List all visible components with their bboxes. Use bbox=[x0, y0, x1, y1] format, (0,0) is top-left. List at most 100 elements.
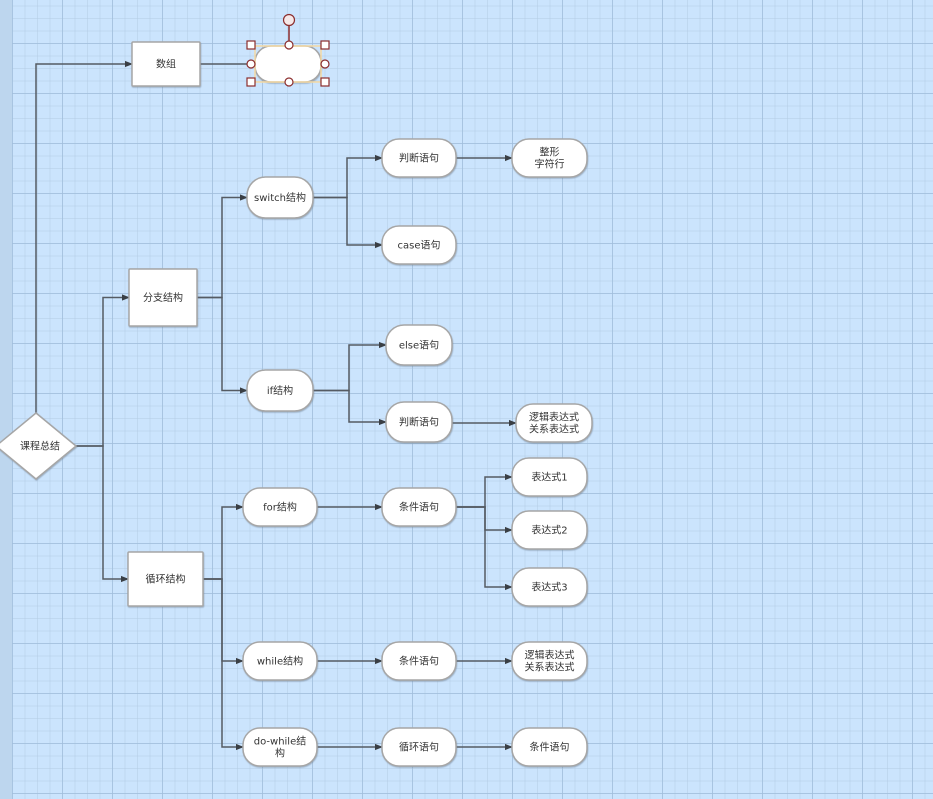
rotate-handle[interactable] bbox=[282, 13, 296, 27]
resize-handle-corner-2[interactable] bbox=[246, 77, 256, 87]
node-label: 数组 bbox=[156, 58, 176, 71]
node-label: else语句 bbox=[399, 339, 439, 352]
node-shape bbox=[242, 487, 318, 527]
node-shape bbox=[128, 268, 198, 327]
node-shape bbox=[511, 727, 588, 767]
node-label: 关系表达式 bbox=[529, 423, 579, 436]
node-root[interactable]: 课程总结 bbox=[0, 412, 78, 480]
node-label: 逻辑表达式 bbox=[529, 411, 579, 424]
node-loop[interactable]: 循环结构 bbox=[127, 551, 204, 607]
node-label: case语句 bbox=[398, 239, 441, 252]
edge-loop-to-for[interactable] bbox=[203, 503, 244, 580]
edge-for_cond-to-expr1[interactable] bbox=[456, 473, 513, 508]
node-label: 整形 bbox=[540, 146, 560, 159]
node-label: 表达式3 bbox=[531, 581, 567, 594]
node-shape bbox=[242, 727, 318, 767]
node-switch[interactable]: switch结构 bbox=[246, 176, 314, 219]
node-shape bbox=[242, 641, 318, 681]
node-shape bbox=[381, 225, 457, 265]
node-dowhile-cond[interactable]: 条件语句 bbox=[511, 727, 588, 767]
node-label: 条件语句 bbox=[399, 501, 439, 514]
node-label: 构 bbox=[275, 747, 285, 760]
edge-loop-to-while[interactable] bbox=[203, 578, 244, 665]
node-shape bbox=[381, 641, 457, 681]
node-label: 关系表达式 bbox=[525, 661, 575, 674]
node-shape bbox=[515, 403, 593, 443]
node-shape bbox=[246, 176, 314, 219]
node-dowhile-body[interactable]: 循环语句 bbox=[381, 727, 457, 767]
edge-root-to-loop[interactable] bbox=[76, 445, 129, 583]
node-label: 判断语句 bbox=[399, 416, 439, 429]
node-expr3[interactable]: 表达式3 bbox=[511, 567, 588, 607]
edge-root-to-branch[interactable] bbox=[76, 294, 130, 447]
node-if-judge[interactable]: 判断语句 bbox=[385, 401, 453, 443]
node-expr2[interactable]: 表达式2 bbox=[511, 510, 588, 550]
edge-for_cond-to-expr2[interactable] bbox=[456, 506, 513, 534]
edge-for_cond-to-expr3[interactable] bbox=[456, 506, 513, 591]
node-selected-empty[interactable] bbox=[254, 45, 322, 83]
node-shape bbox=[254, 45, 322, 83]
resize-handle-corner-1[interactable] bbox=[320, 40, 330, 50]
node-label: 条件语句 bbox=[399, 655, 439, 668]
edge-switch-to-case[interactable] bbox=[313, 196, 383, 249]
connection-point-2[interactable] bbox=[246, 59, 256, 69]
connection-point-3[interactable] bbox=[320, 59, 330, 69]
node-dowhile[interactable]: do-while结构 bbox=[242, 727, 318, 767]
node-expr1[interactable]: 表达式1 bbox=[511, 457, 588, 497]
edge-if-to-else[interactable] bbox=[313, 341, 387, 392]
node-label: 循环语句 bbox=[399, 741, 439, 754]
node-shape bbox=[246, 369, 314, 412]
node-label: do-while结 bbox=[254, 735, 307, 748]
node-shape bbox=[131, 41, 201, 87]
node-shape bbox=[385, 324, 453, 366]
edge-branch-to-if[interactable] bbox=[197, 296, 248, 394]
node-shape bbox=[381, 487, 457, 527]
connection-point-0[interactable] bbox=[284, 40, 294, 50]
node-while-cond[interactable]: 条件语句 bbox=[381, 641, 457, 681]
edge-switch-to-switch_judge[interactable] bbox=[313, 154, 383, 199]
node-array[interactable]: 数组 bbox=[131, 41, 201, 87]
node-else[interactable]: else语句 bbox=[385, 324, 453, 366]
node-label: 课程总结 bbox=[20, 440, 60, 453]
node-shape bbox=[381, 138, 457, 178]
node-shape bbox=[0, 412, 78, 480]
node-shape bbox=[381, 727, 457, 767]
node-label: if结构 bbox=[267, 384, 293, 397]
node-shape bbox=[511, 510, 588, 550]
node-label: 逻辑表达式 bbox=[525, 649, 575, 662]
left-ruler-strip bbox=[0, 0, 12, 799]
node-case[interactable]: case语句 bbox=[381, 225, 457, 265]
node-label: 字符行 bbox=[535, 158, 565, 171]
node-shape bbox=[385, 401, 453, 443]
node-if[interactable]: if结构 bbox=[246, 369, 314, 412]
node-label: switch结构 bbox=[254, 191, 306, 204]
node-for[interactable]: for结构 bbox=[242, 487, 318, 527]
node-shape bbox=[127, 551, 204, 607]
node-branch[interactable]: 分支结构 bbox=[128, 268, 198, 327]
edge-branch-to-switch[interactable] bbox=[197, 194, 248, 299]
node-label: 循环结构 bbox=[146, 573, 186, 586]
connection-point-1[interactable] bbox=[284, 77, 294, 87]
node-shape bbox=[511, 457, 588, 497]
node-label: 表达式1 bbox=[531, 471, 567, 484]
node-while[interactable]: while结构 bbox=[242, 641, 318, 681]
node-shape bbox=[511, 567, 588, 607]
node-label: for结构 bbox=[263, 501, 297, 514]
resize-handle-corner-0[interactable] bbox=[246, 40, 256, 50]
node-label: 表达式2 bbox=[531, 524, 567, 537]
node-for-cond[interactable]: 条件语句 bbox=[381, 487, 457, 527]
edge-loop-to-dowhile[interactable] bbox=[203, 578, 244, 751]
edge-if-to-if_judge[interactable] bbox=[313, 389, 387, 426]
nodes-layer: 课程总结数组分支结构switch结构判断语句整形字符行case语句if结构els… bbox=[0, 41, 593, 767]
selection-handles bbox=[246, 13, 330, 87]
edge-root-to-array[interactable] bbox=[35, 60, 133, 413]
node-label: while结构 bbox=[257, 655, 303, 668]
node-shape bbox=[511, 641, 588, 681]
node-switch-judge[interactable]: 判断语句 bbox=[381, 138, 457, 178]
resize-handle-corner-3[interactable] bbox=[320, 77, 330, 87]
